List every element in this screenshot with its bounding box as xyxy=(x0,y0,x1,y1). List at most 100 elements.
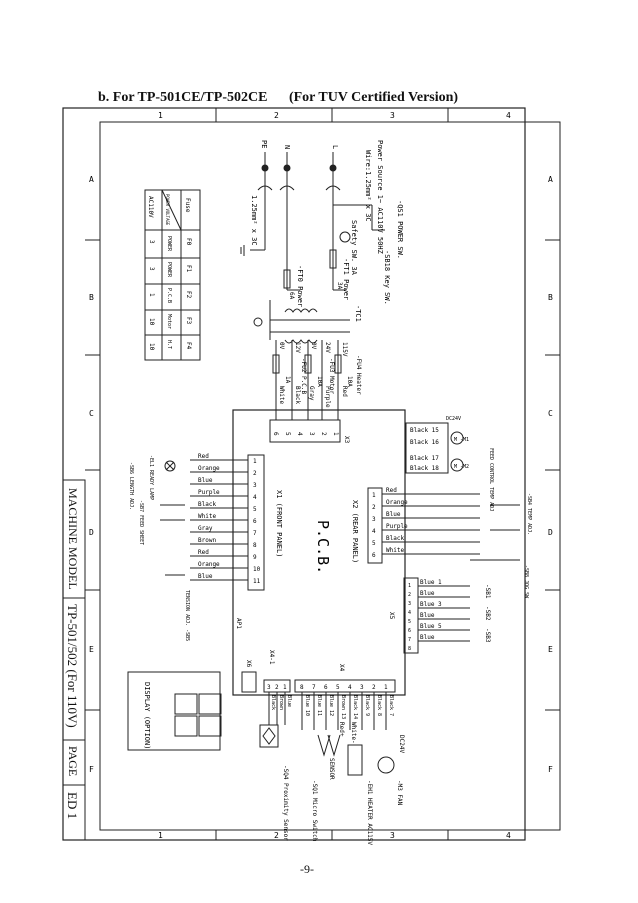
x1-pin: 1 xyxy=(253,458,257,465)
grid-row-b: B xyxy=(89,293,94,302)
transformer-output-labels: 115V 24V 12V 0V 0V -FU4 Heater -FU3 Moto… xyxy=(278,342,362,408)
fan-voltage-label: DC24V xyxy=(398,735,405,753)
x5-switch-sb3: -SB3 xyxy=(484,628,491,643)
motor-m2-icon xyxy=(450,458,464,472)
fuse-header-5: F4 xyxy=(185,342,192,350)
display-option-box xyxy=(127,671,221,751)
grid-col-3-bottom: 3 xyxy=(390,831,395,840)
ready-lamp-label: -EL1 READY LAMP xyxy=(148,455,154,500)
x41-label: X4-1 xyxy=(268,650,275,665)
grid-row-e-right: E xyxy=(548,645,553,654)
grid-row-b-right: B xyxy=(548,293,553,302)
x5-pin: 4 xyxy=(408,610,411,616)
motor-pin-2: Black 17 xyxy=(410,455,439,462)
grid-col-2-bottom: 2 xyxy=(274,831,279,840)
x5-pin: 7 xyxy=(408,637,411,643)
x1-pin: 10 xyxy=(253,566,261,573)
x1-wire-color: Red xyxy=(198,549,209,556)
x3-pin: 2 xyxy=(320,432,327,436)
tc-out-rating-1: 10A xyxy=(316,376,323,387)
x4-connector xyxy=(294,679,396,693)
display-option-label: DISPLAY (OPTION) xyxy=(143,682,151,749)
grid-row-d-right: D xyxy=(548,528,553,537)
tc-out-v-1: 24V xyxy=(324,342,331,353)
sensor-white-label: White- xyxy=(350,722,357,744)
x5-pin: 1 xyxy=(408,583,411,589)
fan-label: -M3 FAN xyxy=(396,780,403,806)
terminal-n: N xyxy=(283,145,291,149)
transformer-tc1 xyxy=(269,300,350,420)
x4-pin: 6 xyxy=(324,684,328,691)
outer-frame xyxy=(62,107,526,841)
x5-wire-label: Blue xyxy=(420,590,435,597)
x3-pin: 1 xyxy=(332,432,339,436)
pcb-label: P.C.B. xyxy=(314,520,332,574)
x1-connector xyxy=(247,454,265,591)
x2-wire-color: Purple xyxy=(386,523,408,530)
power-wire-alt-label: 1.25mm² x 3C xyxy=(250,195,258,246)
title-block xyxy=(62,479,86,841)
grid-col-3: 3 xyxy=(390,111,395,120)
x5-wire-label: Blue 1 xyxy=(420,579,442,586)
x1-wire-color: White xyxy=(198,513,216,520)
x3-pins: 1 2 3 4 5 6 xyxy=(272,432,339,436)
grid-row-a-right: A xyxy=(548,175,553,184)
x1-wire-group: 1Red2Orange3Blue4Purple5Black6White7Gray… xyxy=(190,453,261,585)
x4-wire-label: Black 7 xyxy=(388,695,394,716)
ft0-rating: 6A xyxy=(288,292,295,300)
x2-connector xyxy=(367,487,383,564)
tc-out-fuse-label-1: -FU3 Motor xyxy=(328,358,335,395)
x1-pin: 3 xyxy=(253,482,257,489)
x5-pin: 6 xyxy=(408,628,411,634)
x5-pin: 5 xyxy=(408,619,411,625)
fuse-row3-2: 3 xyxy=(148,267,155,271)
x5-switch-sb2: -SB2 xyxy=(484,606,491,621)
x1-wire-color: Purple xyxy=(198,489,220,496)
fuse-row2-0: POWER VOLTAGE xyxy=(165,194,170,226)
x1-pin: 4 xyxy=(253,494,257,501)
x4-label: X4 xyxy=(338,664,345,672)
heading-version: (For TUV Certified Version) xyxy=(288,90,459,105)
ap1-label: AP1 xyxy=(235,618,242,629)
x2-pin: 1 xyxy=(372,492,376,499)
x5-pin: 3 xyxy=(408,601,411,607)
x1-wire-color: Blue xyxy=(198,573,213,580)
x5-switch-sb1: -SB1 xyxy=(484,584,491,599)
x4-pin: 8 xyxy=(300,684,304,691)
terminal-pe: PE xyxy=(260,140,268,148)
motor-pin-3: Black 18 xyxy=(410,465,439,472)
x4-wire-label: Blue 10 xyxy=(304,695,310,716)
x41-wire-label: Brown xyxy=(278,695,284,710)
x41-pin: 1 xyxy=(283,684,287,691)
x2-pin: 5 xyxy=(372,540,376,547)
x4-pin: 2 xyxy=(372,684,376,691)
title-block-machine-model-label: MACHINE MODEL xyxy=(66,488,80,590)
sensor-red-label: Red+ xyxy=(338,722,345,737)
x1-pin: 6 xyxy=(253,518,257,525)
fuse-row2-3: P.C.B xyxy=(166,288,172,303)
motor-side-label: FEED CONTROL TEMP ADJ xyxy=(488,448,494,511)
x1-pin: 9 xyxy=(253,554,257,561)
x5-wire-label: Blue xyxy=(420,634,435,641)
power-input xyxy=(250,152,385,291)
jog-sw-label: -SB8 JOG SW xyxy=(523,565,529,599)
x3-pin: 4 xyxy=(296,432,303,436)
grid-col-4: 4 xyxy=(506,111,511,120)
ft0-label: -FT0 Power xyxy=(296,265,304,307)
fuse-header-2: F1 xyxy=(185,265,192,273)
x2-wire-color: Blue xyxy=(386,511,401,518)
tc-out-color-1: Purple xyxy=(324,386,331,408)
motor-dc-label: DC24V xyxy=(446,416,461,422)
bottom-components xyxy=(259,724,395,776)
x6-connector xyxy=(241,671,257,693)
grid-col-2: 2 xyxy=(274,111,279,120)
x41-pin: 2 xyxy=(275,684,279,691)
heater-label: -EH1 HEATER AC115V xyxy=(366,780,373,845)
x3-pin: 6 xyxy=(272,432,279,436)
motor-m1-icon xyxy=(450,431,464,445)
